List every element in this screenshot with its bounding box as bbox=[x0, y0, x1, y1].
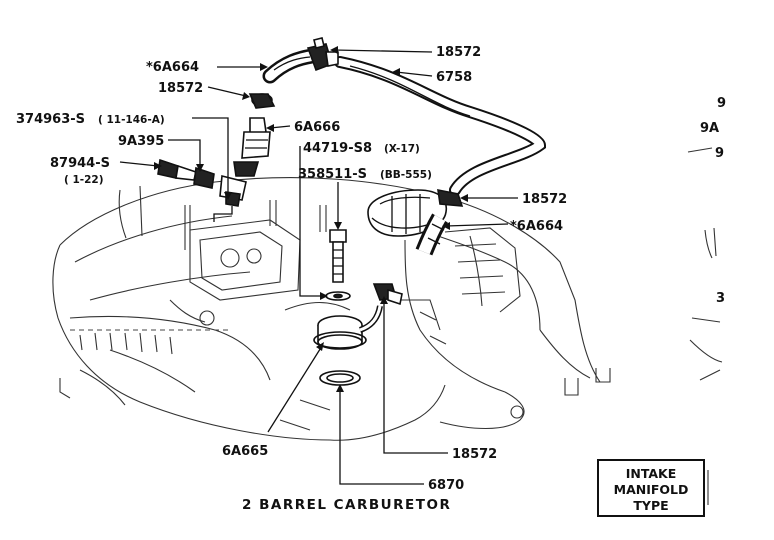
label-358511-s: 358511-S bbox=[298, 167, 367, 182]
label-6a665: 6A665 bbox=[222, 444, 268, 459]
label-18572-bottom: 18572 bbox=[452, 447, 497, 462]
label-18572-left: 18572 bbox=[158, 81, 203, 96]
top-hose-assembly bbox=[262, 37, 339, 84]
label-44719-s8: 44719-S8 bbox=[303, 141, 372, 156]
label-44719-ref: (X-17) bbox=[384, 143, 420, 155]
label-6758: 6758 bbox=[436, 70, 472, 85]
label-87944-ref: ( 1-22) bbox=[64, 174, 104, 186]
label-18572-top: 18572 bbox=[436, 45, 481, 60]
pcv-tube-6758 bbox=[334, 56, 547, 196]
part-labels: *6A664 18572 6758 18572 374963-S ( 11-14… bbox=[16, 45, 567, 493]
edge-label-3: 9 bbox=[715, 146, 724, 161]
diagram-caption: 2 BARREL CARBURETOR bbox=[242, 497, 451, 513]
pcv-valve bbox=[233, 117, 271, 177]
type-box-line1: INTAKE bbox=[626, 466, 677, 481]
label-9a395: 9A395 bbox=[118, 134, 164, 149]
label-6870: 6870 bbox=[428, 478, 464, 493]
label-6a664-top: *6A664 bbox=[146, 60, 199, 75]
label-358511-ref: (BB-555) bbox=[380, 169, 432, 181]
edge-label-2: 9A bbox=[700, 121, 719, 136]
label-374963-ref: ( 11-146-A) bbox=[98, 114, 165, 126]
elbow-fitting-assembly bbox=[157, 158, 247, 222]
adjacent-figure-labels: 9 9A 9 3 bbox=[700, 96, 726, 306]
label-6a666: 6A666 bbox=[294, 120, 340, 135]
type-box-line3: TYPE bbox=[633, 498, 668, 513]
carburetor-spacer bbox=[313, 305, 383, 350]
type-box-line2: MANIFOLD bbox=[614, 482, 689, 497]
label-87944-s: 87944-S bbox=[50, 156, 110, 171]
label-6a664-mid: *6A664 bbox=[510, 219, 563, 234]
edge-label-4: 3 bbox=[716, 291, 725, 306]
mid-hose-assembly bbox=[415, 188, 464, 256]
label-374963-s: 374963-S bbox=[16, 112, 85, 127]
leaders bbox=[119, 46, 518, 485]
edge-label-1: 9 bbox=[717, 96, 726, 111]
stud-and-washer bbox=[325, 229, 351, 301]
label-18572-mid: 18572 bbox=[522, 192, 567, 207]
gasket bbox=[319, 370, 361, 386]
clip-left bbox=[248, 93, 276, 109]
type-box: INTAKE MANIFOLD TYPE bbox=[597, 459, 705, 517]
intake-manifold-sketch bbox=[52, 147, 723, 505]
clip-bottom bbox=[372, 283, 403, 306]
